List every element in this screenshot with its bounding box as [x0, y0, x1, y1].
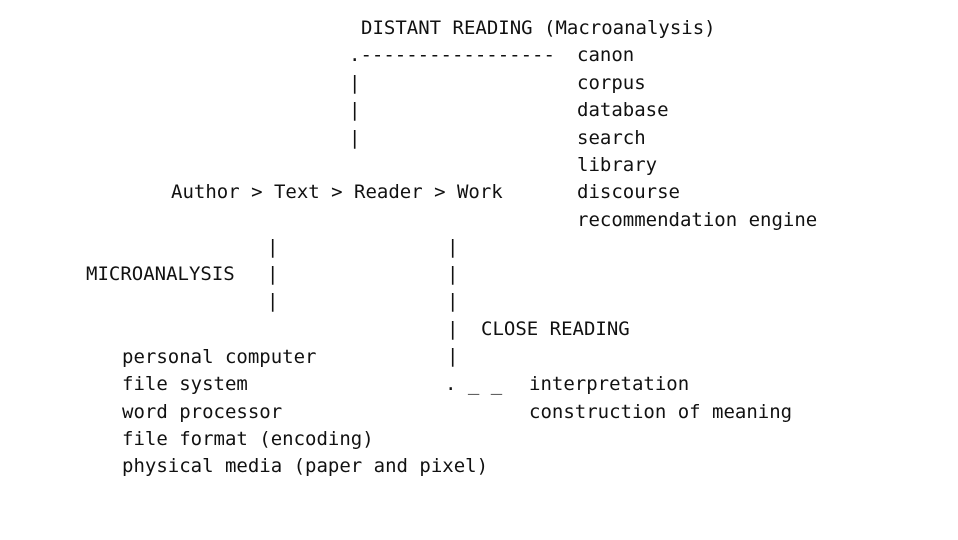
distant-item: database: [577, 99, 669, 121]
distant-item: search: [577, 127, 646, 149]
close-connector: . _ _: [445, 373, 503, 395]
close-vertical-line: |: [447, 290, 459, 312]
micro-vertical-line: |: [267, 236, 279, 258]
distant-vertical-line: |: [349, 127, 361, 149]
micro-item: personal computer: [122, 346, 317, 368]
close-item: construction of meaning: [529, 401, 793, 423]
close-reading-label: CLOSE READING: [481, 318, 630, 340]
micro-item: file format (encoding): [122, 428, 374, 450]
micro-vertical-line: |: [267, 290, 279, 312]
close-item: interpretation: [529, 373, 690, 395]
micro-item: file system: [122, 373, 248, 395]
micro-item: word processor: [122, 401, 283, 423]
distant-item: discourse: [577, 181, 680, 203]
close-vertical-line: |: [447, 236, 459, 258]
distant-item: library: [577, 154, 658, 176]
microanalysis-label: MICROANALYSIS: [86, 263, 235, 285]
distant-item: recommendation engine: [577, 209, 818, 231]
close-vertical-line: |: [447, 345, 459, 367]
distant-vertical-line: |: [349, 72, 361, 94]
author-text-reader-work-chain: Author > Text > Reader > Work: [171, 181, 503, 203]
close-vertical-line: |: [447, 263, 459, 285]
distant-item: corpus: [577, 72, 646, 94]
distant-branch-line: .-----------------: [349, 44, 555, 66]
distant-reading-title: DISTANT READING (Macroanalysis): [361, 17, 716, 39]
distant-vertical-line: |: [349, 99, 361, 121]
micro-item: physical media (paper and pixel): [122, 455, 489, 477]
distant-item: canon: [577, 44, 635, 66]
micro-vertical-line: |: [267, 263, 279, 285]
close-vertical-line: |: [447, 318, 459, 340]
